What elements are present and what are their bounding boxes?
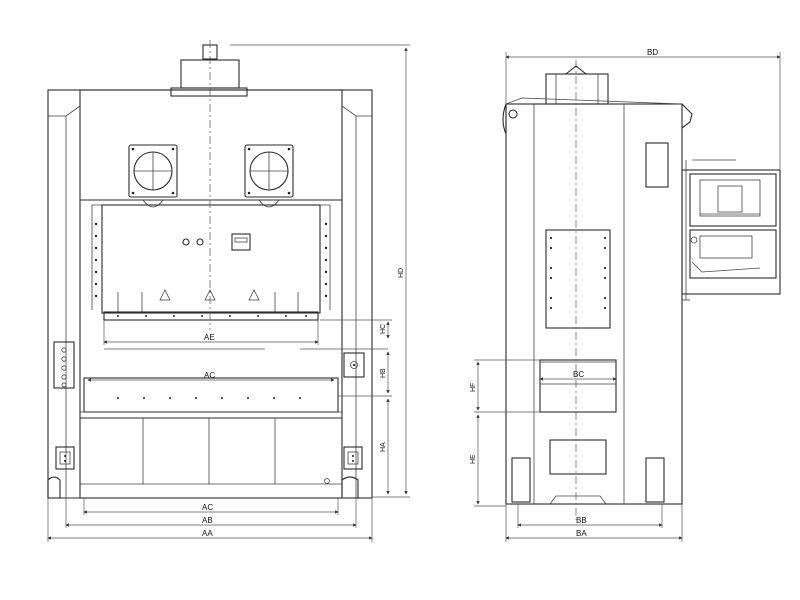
dim-label-ha: HA	[380, 442, 387, 452]
side-slide	[545, 229, 611, 329]
dim-label-ab: AB	[202, 516, 213, 525]
front-feet	[47, 476, 359, 499]
control-panel-right	[343, 352, 365, 378]
dim-label-hf: HF	[470, 383, 477, 392]
foot-switch-left	[55, 446, 75, 470]
side-view: BD BC HF HE BB BA	[470, 48, 781, 542]
dim-label-aa: AA	[202, 529, 213, 538]
dim-label-ac-bolster: AC	[204, 371, 215, 380]
slide-block	[94, 204, 328, 321]
dim-label-bd: BD	[647, 48, 658, 57]
bed-panels	[80, 418, 342, 485]
dim-label-hc: HC	[380, 324, 387, 334]
foot-switch-right	[343, 446, 363, 470]
dim-label-ac-bottom: AC	[202, 503, 213, 512]
dim-label-bb: BB	[576, 516, 587, 525]
side-lower	[511, 439, 665, 505]
flywheel-right	[244, 144, 294, 208]
flywheel-left	[128, 144, 178, 208]
front-view: AC AB AA AE AC HD	[47, 40, 410, 542]
dim-label-hd: HD	[398, 268, 405, 278]
bolster	[80, 377, 342, 419]
side-top	[545, 65, 609, 105]
dim-label-ae: AE	[204, 333, 215, 342]
side-bolster	[539, 359, 617, 413]
dim-label-hb: HB	[380, 368, 387, 378]
top-shaft	[170, 44, 248, 97]
dim-label-ba: BA	[576, 529, 587, 538]
control-panel-left	[53, 341, 75, 389]
side-dimensions: BD BC HF HE BB BA	[470, 48, 781, 542]
side-body	[502, 60, 693, 520]
side-motor-unit	[681, 159, 781, 301]
front-frame	[47, 89, 373, 499]
dim-label-bc: BC	[573, 370, 584, 379]
dim-label-he: HE	[470, 454, 477, 464]
front-dimensions: AC AB AA AE AC HD	[47, 44, 410, 542]
